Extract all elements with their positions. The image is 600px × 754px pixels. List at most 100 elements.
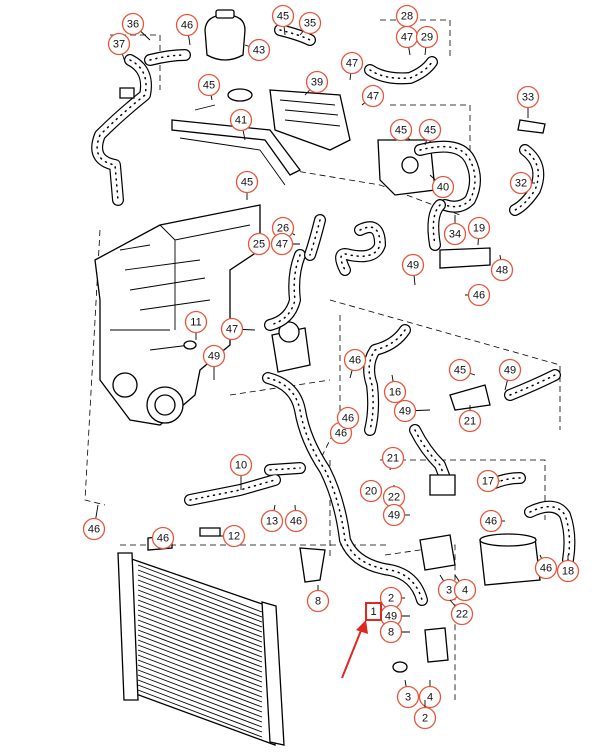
callout-label: 11 [190, 317, 201, 329]
callout-c41: 21 [381, 446, 405, 471]
callout-circle [247, 232, 271, 256]
callout-c15: 41 [229, 108, 253, 141]
callout-circle [175, 13, 199, 37]
callout-circle [220, 317, 244, 341]
callout-circle [534, 556, 558, 580]
callout-label: 41 [235, 115, 247, 127]
callout-circle [509, 171, 533, 195]
callout-c9: 29 [415, 25, 439, 56]
callout-c47: 46 [534, 554, 558, 580]
callout-label: 32 [515, 178, 527, 190]
hose-segment [262, 372, 428, 606]
callout-c24: 34 [443, 215, 467, 246]
callout-circle [498, 358, 522, 382]
callout-c4: 45 [271, 4, 295, 36]
callout-label: 10 [235, 460, 247, 472]
callout-circle [467, 283, 491, 307]
highlight-marker: 1 [341, 602, 382, 679]
highlight-arrow-line [341, 627, 363, 679]
callout-c36: 16 [383, 374, 407, 404]
callout-label: 2 [388, 593, 394, 605]
callout-circle [229, 108, 253, 132]
callout-circle [389, 118, 413, 142]
callout-c10: 45 [197, 73, 221, 101]
callout-c51: 46 [151, 526, 175, 550]
callout-c59: 8 [379, 620, 410, 644]
callout-label: 2 [422, 713, 428, 725]
callout-circle [107, 32, 131, 56]
callout-label: 49 [208, 351, 220, 363]
callout-circle [306, 589, 330, 613]
callout-c20: 45 [235, 170, 259, 200]
callout-c26: 49 [401, 253, 425, 286]
hose-segment [364, 56, 438, 85]
callout-label: 3 [405, 692, 411, 704]
callout-circle [467, 216, 491, 240]
callout-label: 47 [367, 91, 379, 103]
heater-pipe-assembly [171, 104, 301, 186]
callout-label: 47 [226, 324, 238, 336]
callout-c23: 47 [270, 232, 300, 256]
callout-circle [361, 84, 385, 108]
engine-block [94, 204, 261, 426]
callout-circle [222, 524, 246, 548]
callout-c29: 11 [184, 310, 208, 340]
callout-label: 3 [446, 585, 452, 597]
callout-label: 29 [421, 32, 433, 44]
callout-label: 36 [127, 19, 139, 31]
callout-label: 45 [241, 177, 253, 189]
callout-c34: 45 [448, 358, 476, 382]
callout-circle [197, 73, 221, 97]
callout-label: 16 [389, 387, 401, 399]
callout-label: 12 [228, 531, 240, 543]
callout-label: 49 [504, 365, 516, 377]
callout-circle [184, 310, 208, 334]
callout-label: 39 [311, 77, 323, 89]
callout-c13: 47 [361, 84, 385, 108]
callout-c32: 46 [82, 504, 106, 541]
hose-segment [274, 24, 316, 46]
callout-circle [401, 253, 425, 277]
callout-circle [379, 620, 403, 644]
callout-label: 19 [473, 223, 485, 235]
callout-label: 46 [473, 290, 485, 302]
callout-circle [450, 602, 474, 626]
callout-c27: 48 [490, 254, 514, 282]
callout-circle [229, 453, 253, 477]
callout-circle [396, 685, 420, 709]
callout-label: 49 [399, 406, 411, 418]
radiator [117, 552, 285, 746]
callout-label: 13 [266, 516, 278, 528]
callout-circle [343, 348, 367, 372]
callout-circle [431, 175, 455, 199]
callout-c42: 20 [359, 479, 383, 503]
callout-label: 8 [388, 627, 394, 639]
callout-circle [382, 503, 406, 527]
callout-label: 22 [456, 609, 468, 621]
callout-label: 49 [388, 510, 400, 522]
callout-c49: 46 [284, 504, 308, 533]
callout-c58: 49 [379, 604, 410, 628]
callout-circle [121, 12, 145, 36]
hose-segment [509, 144, 545, 216]
callout-c1: 36 [121, 12, 151, 41]
callout-c57: 2 [379, 586, 405, 610]
callout-c30: 47 [220, 317, 256, 341]
callout-circle [490, 258, 514, 282]
callout-circle [271, 4, 295, 28]
expansion-tank [204, 9, 253, 102]
callout-label: 43 [253, 45, 265, 57]
callout-label: 22 [388, 492, 400, 504]
callout-c63: 46 [336, 406, 360, 430]
callout-circle [415, 25, 439, 49]
callout-label: 46 [335, 428, 347, 440]
callout-c61: 4 [418, 680, 442, 709]
callout-label: 17 [482, 476, 494, 488]
callout-circle [383, 380, 407, 404]
callout-c54: 3 [437, 574, 461, 602]
callout-circle [202, 344, 226, 368]
callout-circle [235, 170, 259, 194]
callout-label: 4 [462, 585, 468, 597]
